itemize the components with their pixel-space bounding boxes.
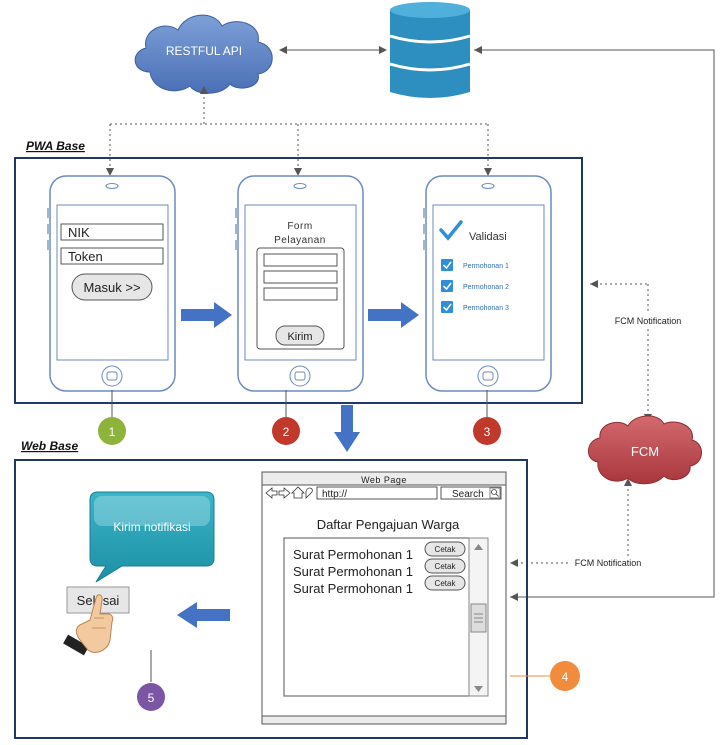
web-frame bbox=[14, 459, 528, 739]
print-button-label: Cetak bbox=[435, 545, 457, 554]
list-item: Surat Permohonan 1 bbox=[293, 547, 413, 562]
web-section-label: Web Base bbox=[21, 439, 78, 453]
login-button-label: Masuk >> bbox=[83, 280, 140, 295]
search-icon[interactable] bbox=[489, 487, 501, 499]
notification-bubble: Kirim notifikasi bbox=[89, 491, 215, 583]
search-label: Search bbox=[452, 489, 484, 500]
print-button[interactable] bbox=[424, 558, 466, 574]
db-web-connector bbox=[474, 49, 715, 598]
step-2-badge bbox=[272, 417, 300, 445]
checkbox-check-icon bbox=[442, 282, 452, 291]
form-field-1[interactable] bbox=[263, 253, 338, 267]
url-bar[interactable] bbox=[316, 486, 438, 500]
step-5-number: 5 bbox=[148, 691, 155, 705]
list-item: Surat Permohonan 1 bbox=[293, 564, 413, 579]
nik-label: NIK bbox=[68, 225, 90, 240]
validation-check-icon bbox=[439, 220, 463, 241]
form-field-2[interactable] bbox=[263, 270, 338, 284]
hand-pointer-icon bbox=[63, 594, 114, 656]
page-title: Daftar Pengajuan Warga bbox=[317, 517, 460, 532]
search-box[interactable] bbox=[440, 486, 502, 500]
checkbox-check-icon bbox=[442, 303, 452, 312]
refresh-icon[interactable] bbox=[305, 487, 313, 499]
step-5-badge bbox=[137, 683, 165, 711]
step-1-number: 1 bbox=[109, 425, 116, 439]
arrow-right-icon bbox=[181, 302, 232, 328]
list-item: Surat Permohonan 1 bbox=[293, 581, 413, 596]
arrow-left-icon bbox=[177, 602, 230, 628]
print-button-label: Cetak bbox=[435, 562, 457, 571]
api-phone-connectors bbox=[109, 92, 489, 170]
token-label: Token bbox=[68, 249, 103, 264]
pwa-section-label: PWA Base bbox=[26, 139, 85, 153]
bubble-text: Kirim notifikasi bbox=[113, 520, 190, 534]
phone-validation bbox=[423, 175, 552, 392]
form-title-line2: Pelayanan bbox=[274, 235, 326, 246]
step-4-badge bbox=[550, 661, 580, 691]
scroll-down-icon[interactable] bbox=[474, 686, 483, 692]
database-icon bbox=[389, 2, 471, 98]
login-button[interactable] bbox=[71, 273, 153, 301]
print-button-label: Cetak bbox=[435, 579, 457, 588]
forward-icon[interactable] bbox=[278, 487, 291, 499]
print-button[interactable] bbox=[424, 541, 466, 557]
send-button-label: Kirim bbox=[287, 331, 312, 343]
nik-field[interactable] bbox=[60, 223, 164, 241]
step-3-badge bbox=[473, 417, 501, 445]
validation-item-1[interactable]: Permohonan 1 bbox=[441, 259, 509, 271]
form-field-3[interactable] bbox=[263, 287, 338, 301]
validation-label: Validasi bbox=[469, 231, 507, 243]
step-connectors bbox=[111, 390, 488, 418]
restful-api-cloud: RESTFUL API bbox=[134, 14, 273, 94]
step-3-number: 3 bbox=[484, 425, 491, 439]
arrow-down-icon bbox=[334, 405, 360, 452]
back-icon[interactable] bbox=[265, 487, 278, 499]
form-title-line1: Form bbox=[287, 221, 312, 232]
step-4-number: 4 bbox=[562, 670, 569, 684]
validation-item-2-label: Permohonan 2 bbox=[463, 284, 509, 291]
print-button[interactable] bbox=[424, 575, 466, 591]
browser-title: Web Page bbox=[361, 475, 407, 485]
home-icon[interactable] bbox=[291, 486, 305, 499]
checkbox-check-icon bbox=[442, 261, 452, 270]
fcm-notification-label-top: FCM Notification bbox=[615, 316, 682, 326]
url-text: http:// bbox=[322, 489, 347, 500]
token-field[interactable] bbox=[60, 247, 164, 265]
step-2-number: 2 bbox=[283, 425, 290, 439]
validation-item-3-label: Permohonan 3 bbox=[463, 305, 509, 312]
fcm-cloud: FCM bbox=[588, 415, 702, 485]
arrow-right-icon bbox=[368, 302, 419, 328]
fcm-notification-label-bottom: FCM Notification bbox=[575, 558, 642, 568]
validation-item-3[interactable]: Permohonan 3 bbox=[441, 301, 509, 313]
browser-nav-icons[interactable] bbox=[265, 486, 313, 499]
pwa-frame bbox=[14, 157, 583, 404]
validation-item-2[interactable]: Permohonan 2 bbox=[441, 280, 509, 292]
step-1-badge bbox=[98, 417, 126, 445]
validation-item-1-label: Permohonan 1 bbox=[463, 263, 509, 270]
restful-api-label: RESTFUL API bbox=[166, 44, 242, 58]
scroll-up-icon[interactable] bbox=[474, 544, 483, 550]
fcm-label: FCM bbox=[631, 444, 659, 459]
flow-arrows bbox=[177, 302, 419, 628]
send-button[interactable] bbox=[275, 325, 325, 346]
